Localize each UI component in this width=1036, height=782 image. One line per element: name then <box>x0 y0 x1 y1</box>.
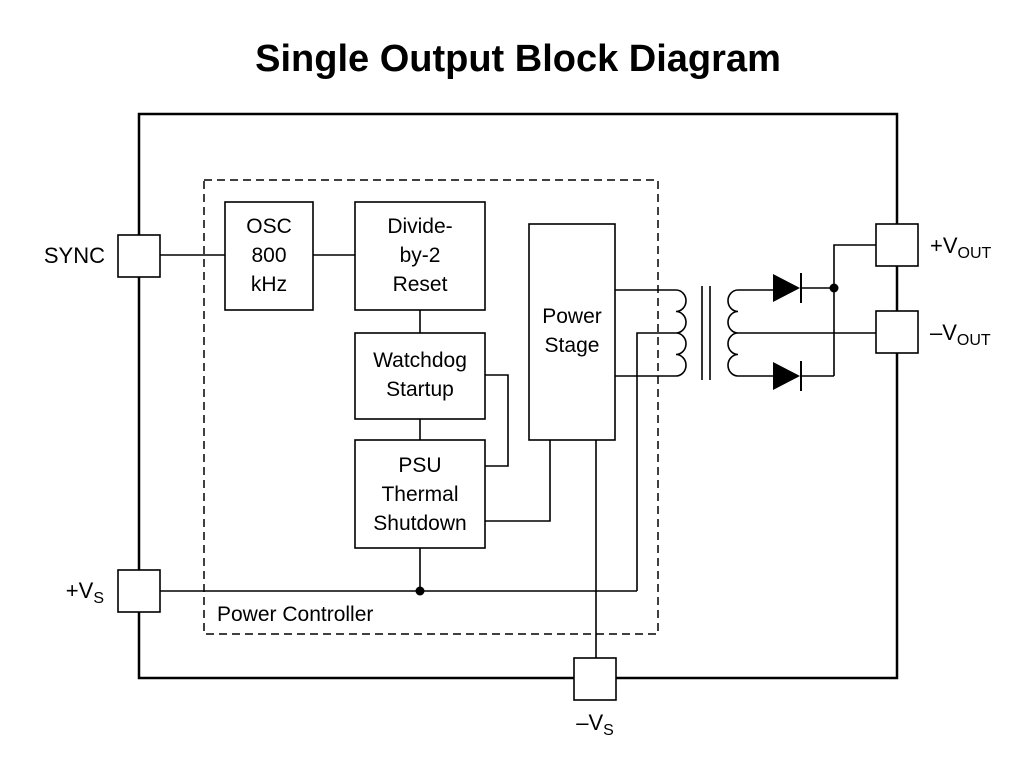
power-stage-block <box>528 223 616 441</box>
wires <box>160 244 876 658</box>
sync-label: SYNC <box>44 243 105 268</box>
vout-minus-label: –VOUT <box>930 320 991 349</box>
divide-label-3: Reset <box>393 273 448 296</box>
junction-dot <box>829 283 839 293</box>
vs-plus-label: +VS <box>66 578 104 607</box>
divide-by-2-block <box>354 201 486 311</box>
psu-label-1: PSU <box>398 454 441 477</box>
osc-label-3: kHz <box>251 273 287 296</box>
vs-minus-label: –VS <box>576 710 614 739</box>
psu-thermal-block <box>354 439 486 549</box>
rectifier-diode-top <box>773 273 802 303</box>
osc-label-2: 800 <box>251 244 286 267</box>
osc-block <box>224 201 314 311</box>
vout-plus-label: +VOUT <box>930 233 992 262</box>
junction-dot <box>415 586 425 596</box>
power-stage-label-1: Power <box>542 305 602 328</box>
rectifier-diode-bottom <box>773 361 802 391</box>
vs-plus-pin <box>117 569 161 613</box>
watchdog-label-2: Startup <box>386 378 454 401</box>
vout-minus-pin <box>875 310 919 354</box>
osc-label-1: OSC <box>246 215 292 238</box>
sync-pin <box>117 234 161 278</box>
watchdog-block <box>354 332 486 420</box>
vs-minus-pin <box>573 657 617 701</box>
vout-plus-pin <box>875 223 919 267</box>
diagram-title: Single Output Block Diagram <box>255 38 781 80</box>
psu-label-3: Shutdown <box>373 512 466 535</box>
power-controller-label: Power Controller <box>217 603 373 626</box>
power-controller-boundary <box>203 179 659 635</box>
package-outline <box>137 112 899 680</box>
psu-label-2: Thermal <box>381 483 458 506</box>
divide-label-1: Divide- <box>387 215 452 238</box>
power-stage-label-2: Stage <box>545 334 600 357</box>
watchdog-label-1: Watchdog <box>373 349 467 372</box>
divide-label-2: by-2 <box>400 244 441 267</box>
